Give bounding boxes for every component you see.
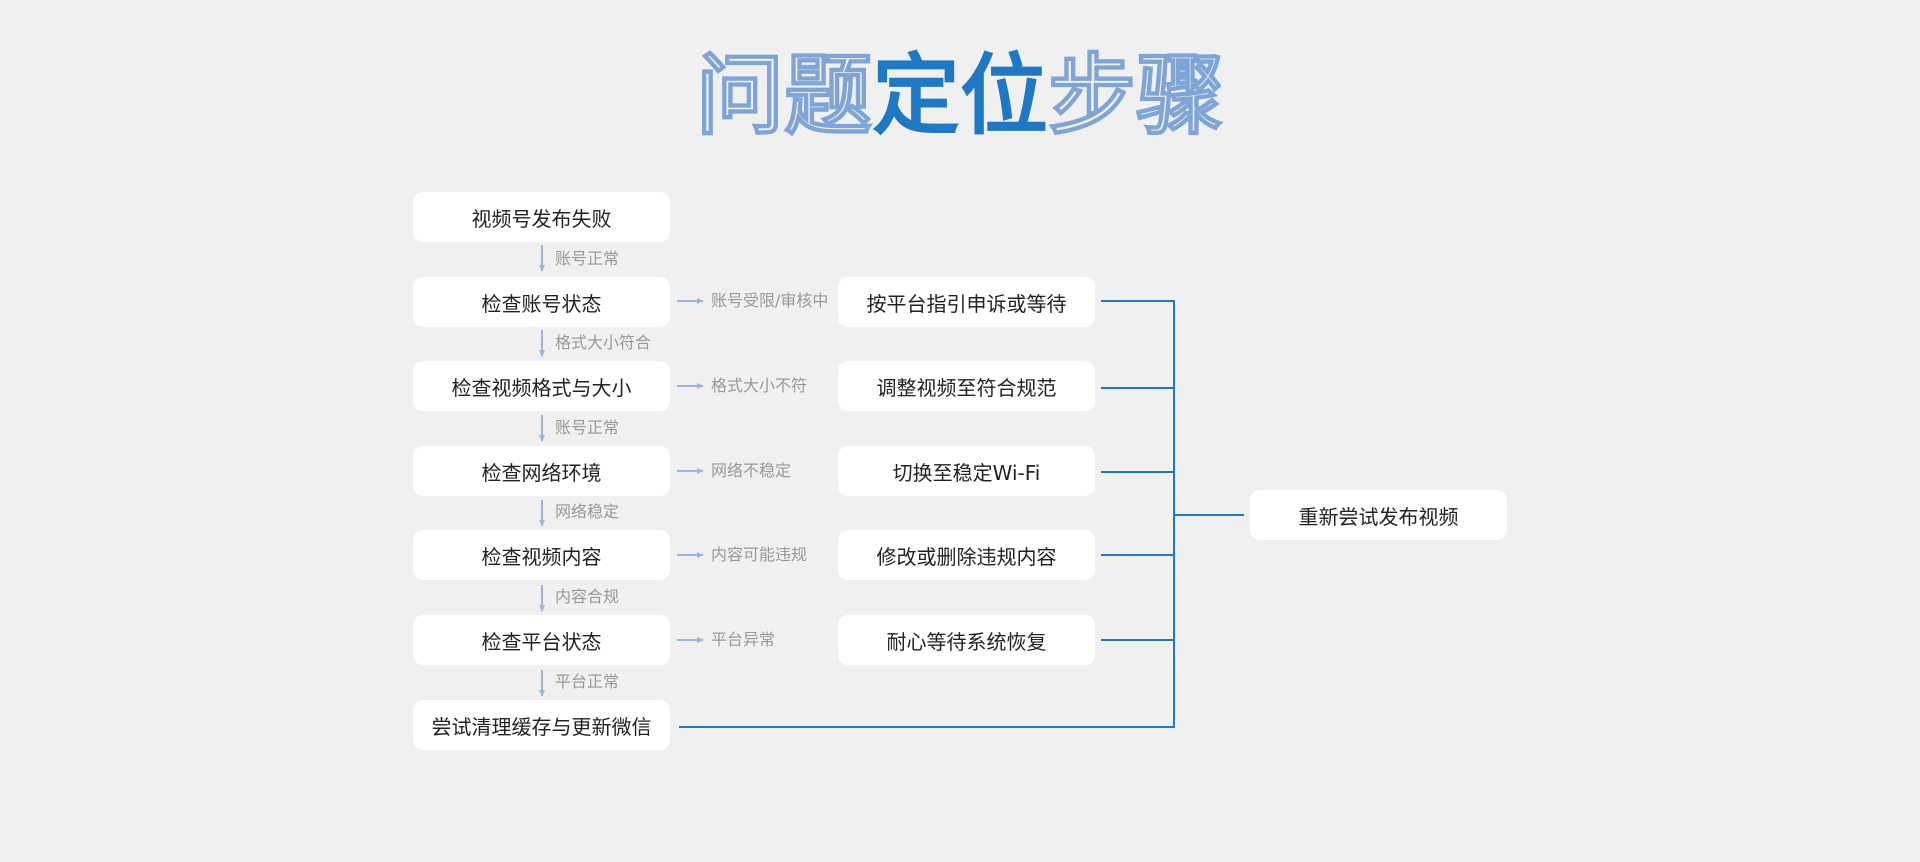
- action-box-2: 调整视频至符合规范: [838, 361, 1095, 411]
- step-box-2: 检查账号状态: [413, 277, 670, 327]
- fail-label-3: 网络不稳定: [711, 461, 792, 480]
- step-box-1: 视频号发布失败: [413, 192, 670, 242]
- pass-label-4: 网络稳定: [555, 502, 620, 521]
- pass-label-6: 平台正常: [555, 672, 620, 691]
- fail-label-5: 平台异常: [711, 630, 776, 649]
- title-part-1: 问题: [695, 44, 873, 147]
- fail-label-2: 格式大小不符: [711, 376, 808, 395]
- action-box-5: 耐心等待系统恢复: [838, 615, 1095, 665]
- title-part-3: 步骤: [1047, 44, 1225, 147]
- fail-label-1: 账号受限/审核中: [711, 291, 829, 310]
- fail-label-4: 内容可能违规: [711, 545, 808, 564]
- action-box-3: 切换至稳定Wi-Fi: [838, 446, 1095, 496]
- pass-label-2: 格式大小符合: [555, 333, 652, 352]
- action-box-4: 修改或删除违规内容: [838, 530, 1095, 580]
- pass-label-1: 账号正常: [555, 249, 620, 268]
- page-title: 问题定位步骤: [0, 51, 1920, 141]
- final-box: 重新尝试发布视频: [1250, 490, 1507, 540]
- step-box-4: 检查网络环境: [413, 446, 670, 496]
- action-box-1: 按平台指引申诉或等待: [838, 277, 1095, 327]
- step-box-5: 检查视频内容: [413, 530, 670, 580]
- title-part-2: 定位: [871, 44, 1048, 147]
- step-box-3: 检查视频格式与大小: [413, 361, 670, 411]
- step-box-6: 检查平台状态: [413, 615, 670, 665]
- step-box-7: 尝试清理缓存与更新微信: [413, 700, 670, 750]
- pass-label-5: 内容合规: [555, 587, 620, 606]
- pass-label-3: 账号正常: [555, 418, 620, 437]
